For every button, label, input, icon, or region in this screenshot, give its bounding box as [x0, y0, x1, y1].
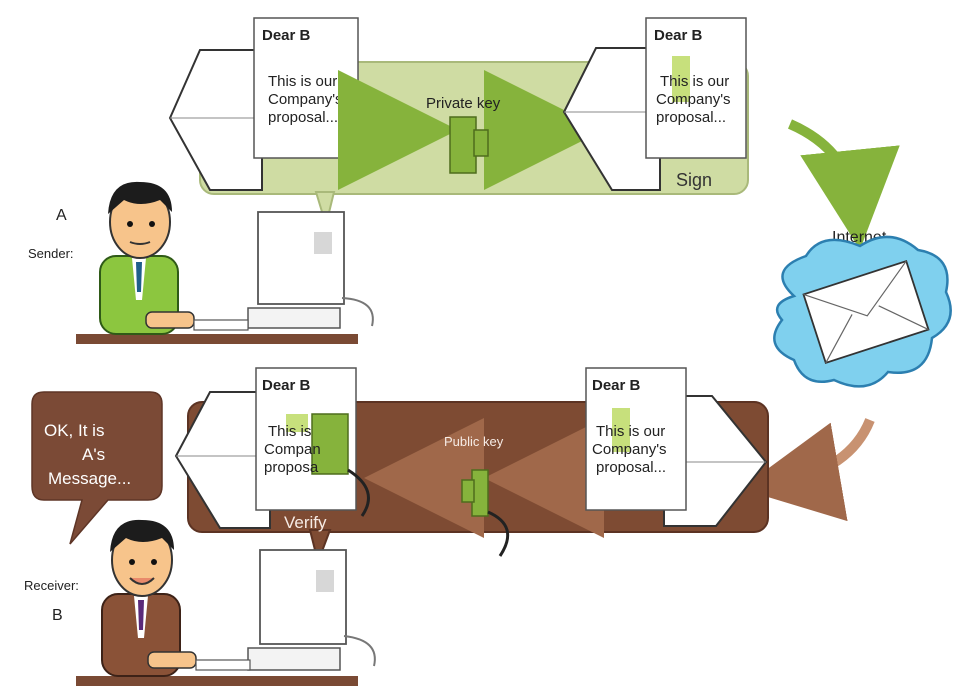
sender-figure: A Sender: — [28, 181, 374, 344]
incoming-letter-greeting: Dear B — [592, 377, 641, 394]
desk — [76, 676, 358, 686]
verified-letter-greeting: Dear B — [262, 377, 311, 394]
letter-line-2: Company's — [268, 91, 343, 108]
verified-letter-line-3: proposa — [264, 459, 319, 476]
verified-letter-line-1: This is — [268, 423, 311, 440]
avatar — [101, 519, 197, 677]
desk — [76, 334, 358, 344]
cloud-icon — [773, 235, 952, 388]
speech-line-1: OK, It is — [44, 421, 104, 440]
sign-panel: Dear B This is our Company's proposal...… — [168, 17, 749, 229]
letter-line-1: This is our — [268, 73, 337, 90]
receiver-role: Receiver: — [24, 578, 79, 593]
envelope-icon — [168, 49, 263, 191]
signed-letter: Dear B This is our Company's proposal... — [645, 17, 747, 159]
arrow-icon — [740, 418, 875, 522]
incoming-letter-line-1: This is our — [596, 423, 665, 440]
computer-icon — [195, 549, 376, 671]
incoming-letter: Dear B This is our Company's proposal... — [585, 367, 687, 511]
receiver-letter: B — [52, 607, 63, 624]
internet-section: Internet — [740, 119, 952, 522]
signed-letter-line-3: proposal... — [656, 109, 726, 126]
signed-letter-line-2: Company's — [656, 91, 731, 108]
public-key-label: Public key — [444, 434, 504, 449]
original-letter: Dear B This is our Company's proposal... — [253, 17, 359, 159]
private-key-icon — [449, 116, 489, 174]
sender-letter: A — [56, 207, 67, 224]
verified-letter-line-2: Compan — [264, 441, 321, 458]
sender-role: Sender: — [28, 246, 74, 261]
sign-label: Sign — [676, 170, 712, 190]
speech-bubble: OK, It is A's Message... — [31, 391, 163, 545]
signed-letter-line-1: This is our — [660, 73, 729, 90]
computer-icon — [193, 211, 374, 331]
letter-line-3: proposal... — [268, 109, 338, 126]
speech-line-2: A's — [82, 445, 105, 464]
incoming-letter-line-3: proposal... — [596, 459, 666, 476]
speech-line-3: Message... — [48, 469, 131, 488]
verify-label: Verify — [284, 513, 327, 532]
avatar — [99, 181, 195, 335]
public-key-icon — [461, 469, 510, 557]
private-key-label: Private key — [426, 95, 501, 112]
letter-greeting: Dear B — [262, 27, 311, 44]
verified-letter: Dear B This is Compan proposa — [255, 367, 370, 517]
verify-panel: Dear B This is Compan proposa Public key… — [174, 367, 769, 566]
signed-letter-greeting: Dear B — [654, 27, 703, 44]
incoming-letter-line-2: Company's — [592, 441, 667, 458]
arrow-icon — [787, 119, 900, 250]
receiver-figure: OK, It is A's Message... Receiver: B — [24, 391, 376, 686]
